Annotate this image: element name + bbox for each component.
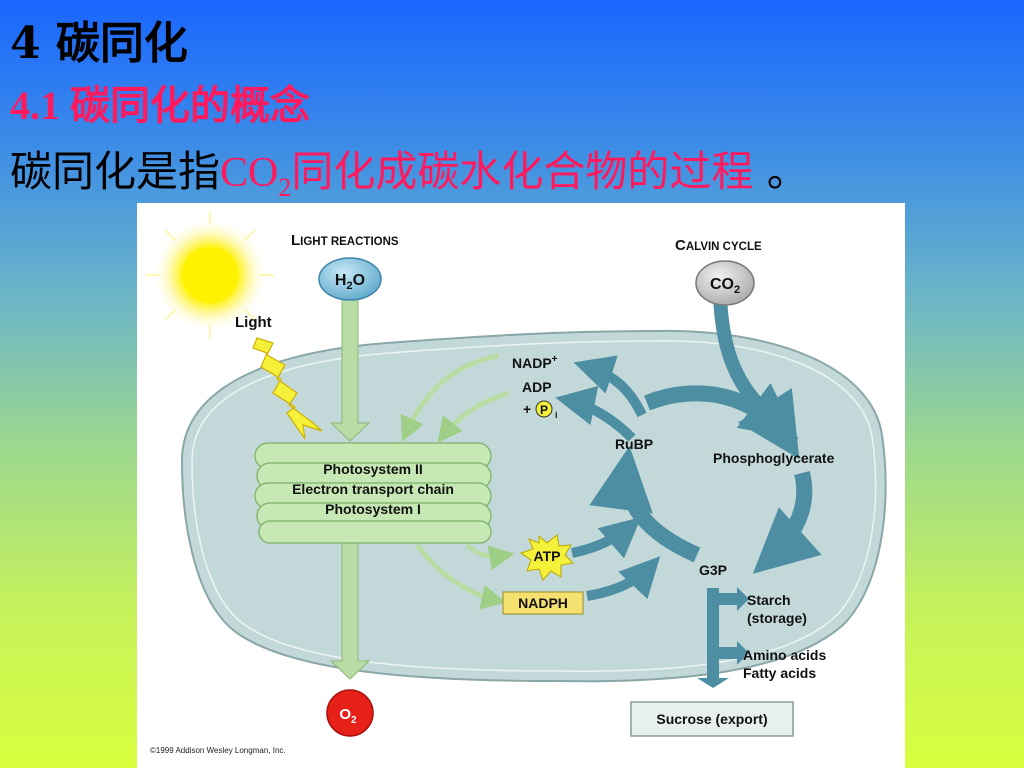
rubp-label: RuBP <box>615 436 653 452</box>
starch-label-line2: (storage) <box>747 610 807 626</box>
nadp-main: NADP <box>512 355 552 371</box>
atp-starburst: ATP <box>519 534 575 581</box>
o2-main: O <box>339 706 351 723</box>
adp-return-arrow <box>437 390 510 443</box>
nadph-label: NADPH <box>518 595 568 611</box>
g3p-export-arrow <box>697 587 749 688</box>
copyright-text: ©1999 Addison Wesley Longman, Inc. <box>150 746 286 755</box>
light-bolt-icon <box>252 337 323 440</box>
co2-main: CO <box>710 276 734 293</box>
h2o-main: H <box>335 272 347 289</box>
h2o-end: O <box>353 272 365 289</box>
photosystem-ii-label: Photosystem II <box>323 461 423 477</box>
nadph-output-arrow <box>415 543 507 610</box>
photosystem-i-label: Photosystem I <box>325 501 421 517</box>
atp-label: ATP <box>534 548 561 564</box>
light-reactions-title-initial: L <box>291 232 300 249</box>
photosynthesis-figure: LIGHT REACTIONS CALVIN CYCLE H2O CO2 O2 … <box>137 203 905 768</box>
definition-co2: CO2 <box>220 150 291 202</box>
definition-suffix: 。 <box>753 147 809 196</box>
calvin-cycle-title-rest: ALVIN CYCLE <box>686 241 762 253</box>
pi-plus: + <box>523 401 531 417</box>
electron-transport-chain-label: Electron transport chain <box>292 481 454 497</box>
water-input-arrow <box>329 296 371 442</box>
svg-text:CO2: CO2 <box>710 276 740 296</box>
calvin-cycle-title: CALVIN CYCLE <box>675 237 762 254</box>
fatty-acids-label: Fatty acids <box>743 665 816 681</box>
definition-co2-main: CO <box>220 150 279 196</box>
nadp-label: NADP+ <box>512 354 558 371</box>
slide-definition: 碳同化是指CO2同化成碳水化合物的过程 。 <box>10 146 809 214</box>
g3p-label: G3P <box>699 562 727 578</box>
slide-heading: 4 碳同化 <box>10 18 188 69</box>
definition-prefix: 碳同化是指 <box>10 147 221 196</box>
o2-bubble: O2 <box>326 689 374 737</box>
sucrose-label: Sucrose (export) <box>656 711 767 727</box>
svg-text:H2O: H2O <box>335 272 365 292</box>
light-label: Light <box>235 314 272 331</box>
nadph-box: NADPH <box>502 591 584 615</box>
starch-label-line1: Starch <box>747 592 791 608</box>
nadp-return-arrow <box>400 353 500 442</box>
o2-subscript: 2 <box>351 715 357 726</box>
phosphoglycerate-label: Phosphoglycerate <box>713 450 835 466</box>
co2-bubble: CO2 <box>695 260 755 306</box>
nadph-to-cycle-arrow <box>586 556 661 601</box>
definition-red-text: 同化成碳水化合物的过程 <box>291 150 754 196</box>
photosynthesis-diagram: LIGHT REACTIONS CALVIN CYCLE H2O CO2 O2 … <box>146 211 887 755</box>
nadp-superscript: + <box>552 354 558 365</box>
sucrose-box: Sucrose (export) <box>630 701 794 737</box>
definition-co2-subscript: 2 <box>278 173 292 202</box>
slide-subheading: 4.1 碳同化的概念 <box>10 83 310 128</box>
co2-subscript: 2 <box>734 284 740 296</box>
oxygen-output-arrow <box>329 537 371 680</box>
thylakoid-stack <box>254 442 492 544</box>
rubp-to-nadp-arrow <box>573 355 647 418</box>
amino-acids-label: Amino acids <box>743 647 826 663</box>
svg-text:O2: O2 <box>339 706 357 726</box>
atp-output-arrow <box>465 543 515 571</box>
pi-letter: P <box>540 403 548 417</box>
light-reactions-title: LIGHT REACTIONS <box>291 232 399 249</box>
sun-icon <box>146 211 274 339</box>
adp-label: ADP <box>522 379 552 395</box>
calvin-cycle-title-initial: C <box>675 237 686 254</box>
h2o-subscript: 2 <box>346 280 352 292</box>
pi-subscript: i <box>555 410 558 420</box>
atp-to-cycle-arrow <box>570 517 642 559</box>
light-reactions-title-rest: IGHT REACTIONS <box>300 236 399 248</box>
h2o-bubble: H2O <box>318 257 382 301</box>
co2-input-arrow <box>713 294 799 440</box>
rubp-to-adp-arrow <box>555 385 636 442</box>
pi-label: + P i <box>523 400 558 420</box>
